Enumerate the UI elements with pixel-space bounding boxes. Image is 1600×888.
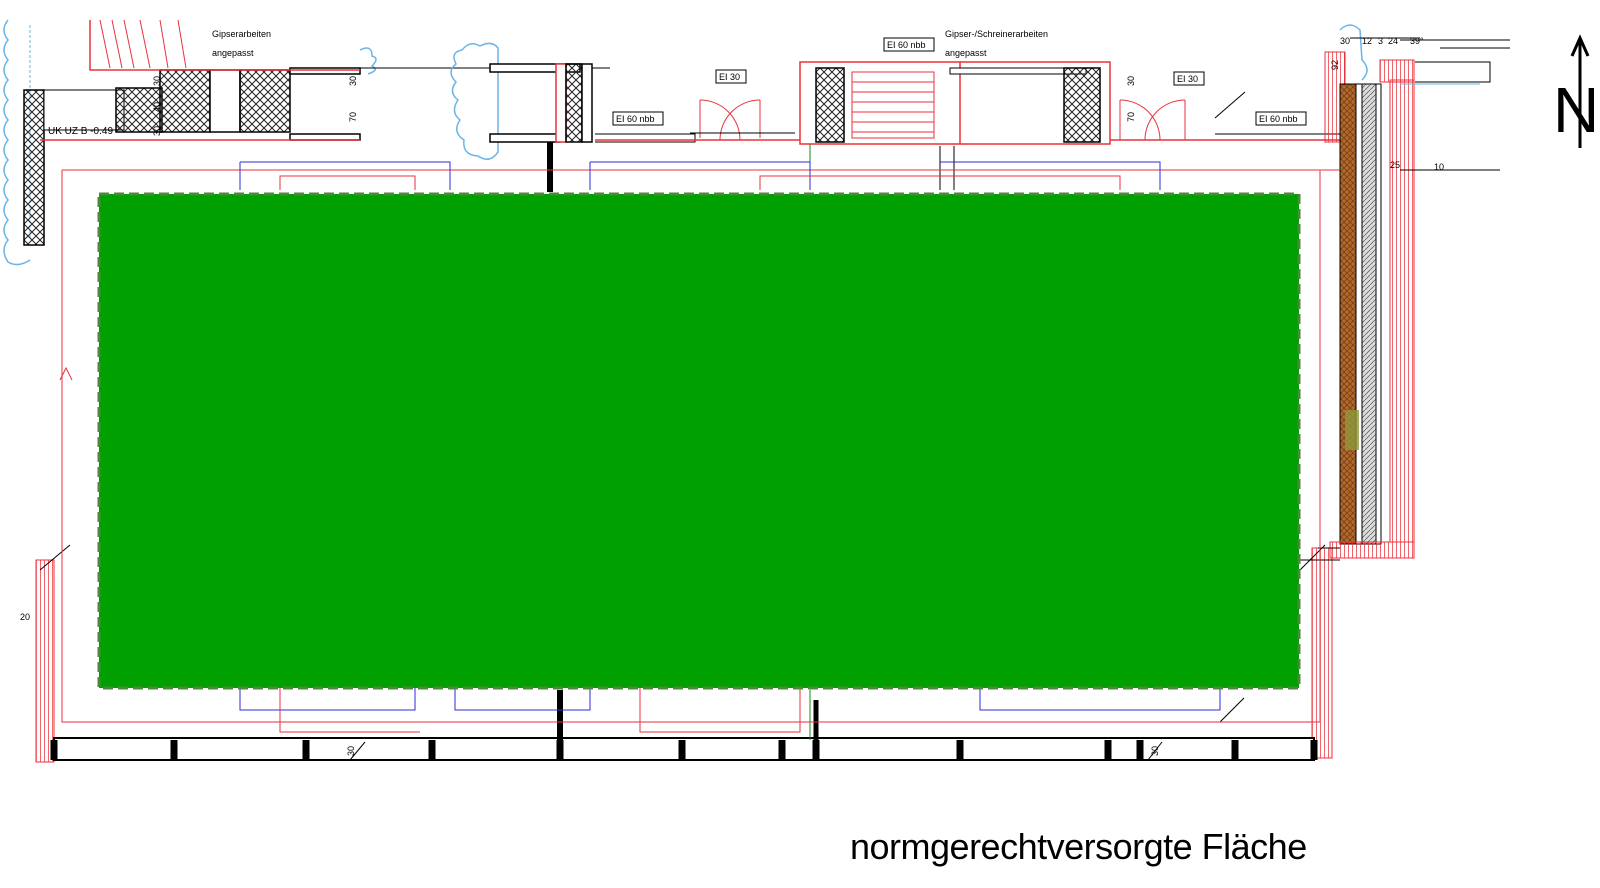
note-gipser-right-2: angepasst [945,48,987,58]
dim-70-b: 70 [1126,112,1136,122]
tag-ei30-right: EI 30 [1177,74,1198,84]
dim-30-top: 30 [1340,36,1350,46]
dim-24: 24 [1388,36,1398,46]
dim-40: 40 [152,102,162,112]
dim-30-d: 30 [1126,76,1136,86]
tag-ei60-top: EI 60 nbb [887,40,926,50]
note-ukuz: UK UZ B -0.49 [48,126,113,137]
dim-30-c: 30 [348,76,358,86]
door-tags: EI 60 nbb EI 60 nbb EI 60 nbb EI 30 EI 3… [612,37,1307,126]
supplied-area [97,192,1301,690]
dim-30-bottom-a: 30 [346,746,356,756]
right-walls [1299,24,1510,759]
outer-walls [35,544,1318,763]
installation-lines [59,161,1340,733]
note-gipser-left-2: angepasst [212,48,254,58]
dim-10: 10 [1434,162,1444,172]
dim-30-a: 30 [152,76,162,86]
note-ukuz-sup: 5 [115,125,119,132]
north-arrow-icon: N [1553,34,1599,148]
tag-ei60-left: EI 60 nbb [616,114,655,124]
dim-30-b: 30 [152,126,162,136]
dim-70-a: 70 [348,112,358,122]
dim-12: 12 [1362,36,1372,46]
note-gipser-left-1: Gipserarbeiten [212,29,271,39]
annotations: Gipserarbeiten angepasst Gipser-/Schrein… [48,29,1048,137]
dim-30-bottom-b: 30 [1150,746,1160,756]
note-gipser-right-1: Gipser-/Schreinerarbeiten [945,29,1048,39]
dim-92: 92 [1330,60,1340,70]
revision-cloud-mid [450,42,499,160]
top-mid-walls [489,61,1340,192]
dim-25: 25 [1390,160,1400,170]
dimension-labels: 30 40 30 30 70 30 70 30 12 3 24 39° 92 2… [20,36,1444,756]
dim-39: 39° [1410,36,1424,46]
tag-ei30-left: EI 30 [719,72,740,82]
north-label: N [1553,74,1599,146]
dim-20: 20 [20,612,30,622]
caption: normgerechtversorgte Fläche [850,826,1307,867]
tag-ei60-right: EI 60 nbb [1259,114,1298,124]
dim-3: 3 [1378,36,1383,46]
top-left-walls [3,19,610,266]
